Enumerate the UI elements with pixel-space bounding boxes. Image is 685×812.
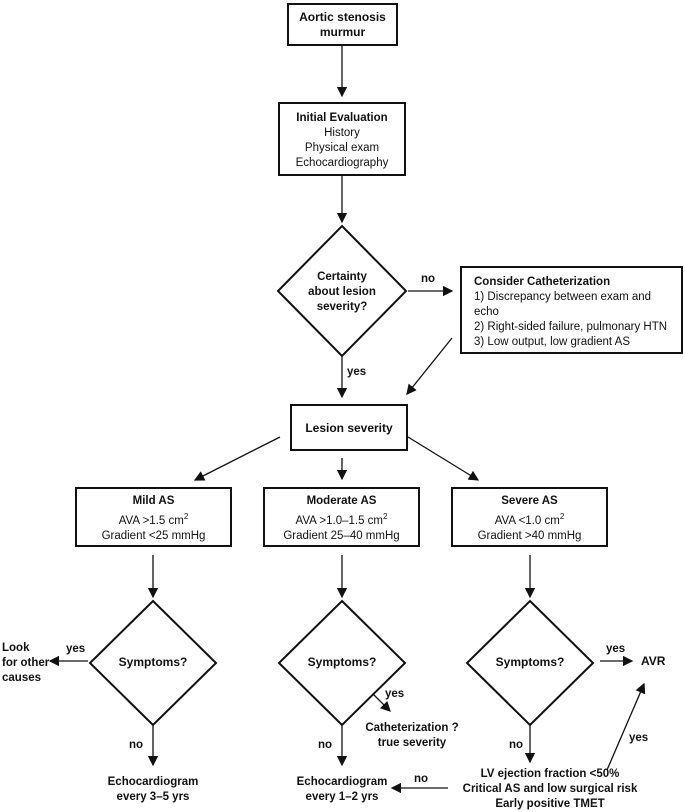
start-box: Aortic stenosis murmur: [287, 3, 398, 46]
cath-true-severity: Catheterization ? true severity: [362, 721, 462, 751]
cath-item: 2) Right-sided failure, pulmonary HTN: [474, 321, 668, 333]
lv-line2: Critical AS and low surgical risk: [462, 783, 638, 795]
label-severe-yes: yes: [606, 643, 626, 655]
certainty-line2: about lesion: [308, 286, 376, 298]
echo-mod-line1: Echocardiogram: [296, 776, 388, 788]
decision-symptoms-mild: [88, 599, 218, 727]
label-lv-yes: yes: [629, 732, 649, 744]
label-lv-no: no: [414, 773, 429, 785]
look-line2: for other: [2, 657, 50, 669]
label-mild-no: no: [129, 739, 144, 751]
symptoms-moderate-text: Symptoms?: [307, 655, 377, 669]
label-moderate-no: no: [318, 739, 333, 751]
label-certainty-yes: yes: [347, 366, 367, 378]
arrow-cath-to-lesion: [406, 337, 453, 396]
severe-gradient: Gradient >40 mmHg: [477, 529, 582, 542]
echo-mild-line1: Echocardiogram: [107, 776, 199, 788]
lv-ejection-outcome: LV ejection fraction <50% Critical AS an…: [455, 767, 645, 812]
start-line2: murmur: [319, 25, 366, 39]
lv-line3: Early positive TMET: [495, 798, 605, 810]
symptoms-severe-text: Symptoms?: [495, 655, 565, 669]
echo-moderate-outcome: Echocardiogram every 1–2 yrs: [282, 775, 402, 805]
cath-title: Consider Catheterization: [474, 276, 611, 288]
mild-as-box: Mild AS AVA >1.5 cm2 Gradient <25 mmHg: [75, 487, 232, 547]
decision-symptoms-moderate: [277, 599, 407, 727]
decision-certainty: [276, 224, 408, 358]
severe-title: Severe AS: [501, 495, 558, 507]
label-severe-no: no: [509, 739, 524, 751]
initial-eval-item: Physical exam: [304, 142, 380, 154]
mild-gradient: Gradient <25 mmHg: [101, 529, 206, 542]
consider-catheterization-box: Consider Catheterization 1) Discrepancy …: [460, 266, 683, 354]
arrow-lesion-to-severe: [407, 436, 480, 481]
label-certainty-no: no: [421, 273, 436, 285]
certainty-line1: Certainty: [317, 271, 367, 283]
severe-ava: AVA <1.0 cm2: [494, 512, 565, 527]
lesion-title: Lesion severity: [305, 421, 393, 435]
avr-label: AVR: [641, 654, 666, 668]
initial-eval-item: History: [324, 127, 360, 139]
cath-true-line2: true severity: [377, 737, 447, 749]
initial-eval-item: Echocardiography: [295, 157, 389, 169]
start-line1: Aortic stenosis: [299, 10, 386, 24]
label-moderate-yes: yes: [385, 688, 405, 700]
arrow-moderate-yes: [372, 693, 391, 712]
cath-item: 1) Discrepancy between exam and: [474, 291, 652, 303]
arrow-lv-yes: [606, 682, 646, 771]
decision-symptoms-severe: [465, 599, 595, 727]
certainty-line3: severity?: [316, 301, 368, 313]
moderate-as-box: Moderate AS AVA >1.0–1.5 cm2 Gradient 25…: [263, 487, 420, 547]
moderate-ava: AVA >1.0–1.5 cm2: [295, 512, 388, 527]
echo-mild-line2: every 3–5 yrs: [116, 791, 190, 803]
severe-as-box: Severe AS AVA <1.0 cm2 Gradient >40 mmHg: [451, 487, 608, 547]
echo-mild-outcome: Echocardiogram every 3–5 yrs: [93, 775, 213, 805]
mild-title: Mild AS: [132, 495, 175, 507]
mild-ava: AVA >1.5 cm2: [118, 512, 189, 527]
cath-item: 3) Low output, low gradient AS: [474, 336, 630, 348]
symptoms-mild-text: Symptoms?: [118, 655, 188, 669]
echo-mod-line2: every 1–2 yrs: [305, 791, 379, 803]
lesion-severity-box: Lesion severity: [290, 404, 408, 451]
certainty-text: Certainty about lesion severity?: [290, 270, 394, 315]
look-line1: Look: [2, 642, 30, 654]
moderate-title: Moderate AS: [306, 495, 377, 507]
look-line3: causes: [2, 672, 42, 684]
label-mild-yes: yes: [66, 643, 86, 655]
cath-true-line1: Catheterization ?: [365, 722, 459, 734]
cath-item: echo: [474, 306, 499, 318]
initial-eval-title: Initial Evaluation: [296, 112, 388, 124]
arrow-lesion-to-mild: [193, 436, 281, 481]
moderate-gradient: Gradient 25–40 mmHg: [283, 529, 400, 542]
initial-evaluation-box: Initial Evaluation History Physical exam…: [278, 102, 406, 176]
look-for-other-causes: Look for other causes: [2, 641, 49, 686]
lv-line1: LV ejection fraction <50%: [480, 768, 620, 780]
